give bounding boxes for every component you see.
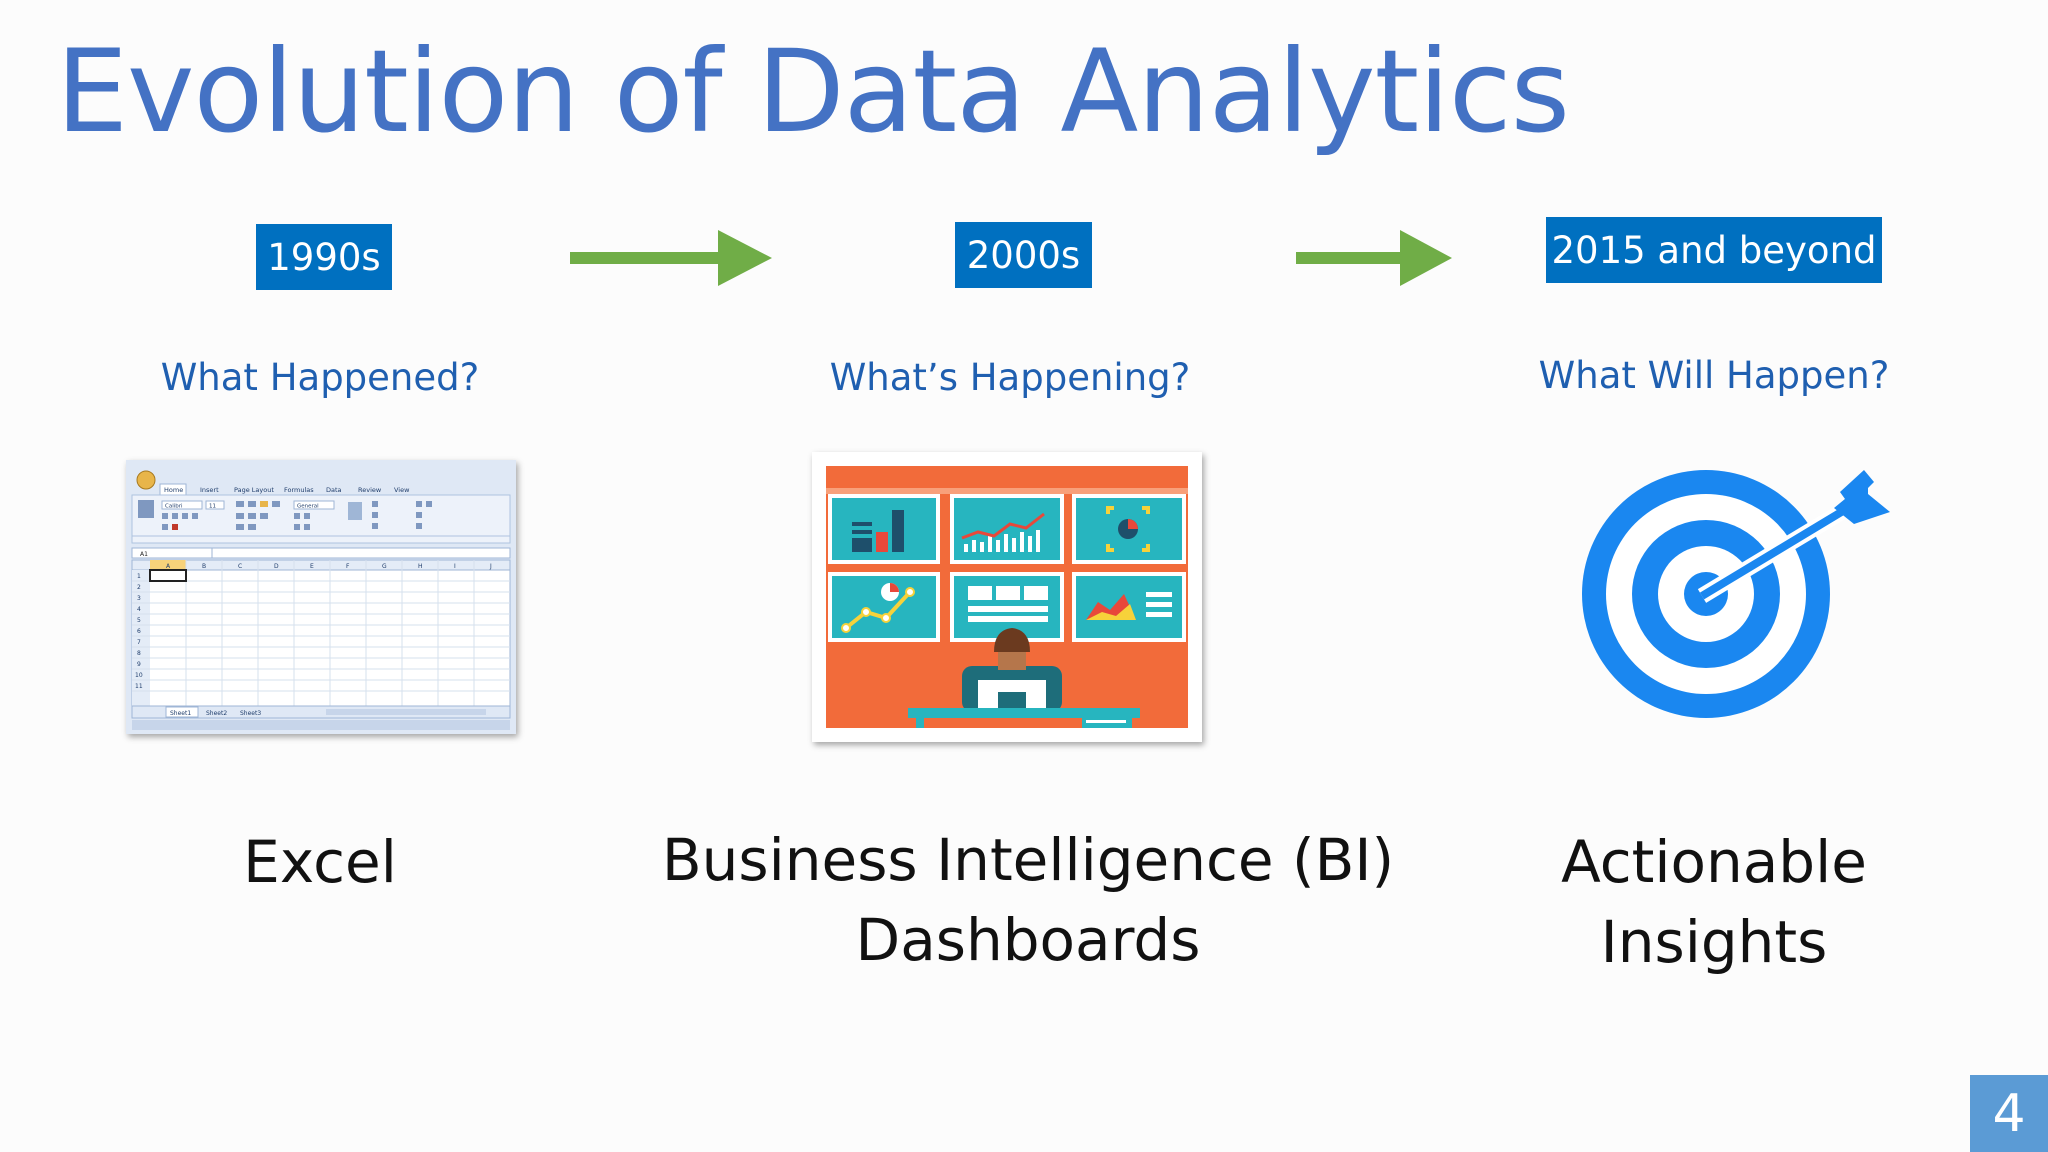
ribbon-tab: Page Layout	[234, 486, 274, 494]
target-arrow-icon	[1582, 470, 1890, 718]
ribbon-tab: Home	[164, 486, 183, 494]
slide-title: Evolution of Data Analytics	[56, 25, 1570, 158]
label-line: Business Intelligence (BI)	[661, 826, 1395, 894]
number-format-field: General	[297, 504, 319, 510]
ribbon-tab: Data	[326, 486, 342, 494]
row-header: 3	[137, 595, 141, 602]
row-header: 11	[135, 683, 143, 690]
arrow-right-icon	[1296, 230, 1452, 286]
bi-dashboard-icon	[812, 452, 1202, 742]
row-header: 10	[135, 672, 143, 679]
question-what-will-happen: What Will Happen?	[1538, 354, 1890, 397]
column-header: G	[382, 563, 387, 570]
page-number: 4	[1970, 1075, 2048, 1152]
row-header: 7	[137, 639, 141, 646]
row-header: 1	[137, 573, 141, 580]
era-box-2000s: 2000s	[955, 222, 1092, 288]
label-actionable-insights: Actionable Insights	[1561, 822, 1867, 982]
row-header: 6	[137, 628, 141, 635]
ribbon-tab: Formulas	[284, 486, 314, 494]
column-header: F	[346, 563, 350, 570]
label-line: Actionable	[1561, 828, 1867, 896]
era-box-1990s: 1990s	[256, 224, 392, 290]
row-header: 5	[137, 617, 141, 624]
arrow-right-icon	[570, 230, 772, 286]
row-header: 4	[137, 606, 141, 613]
row-header: 2	[137, 584, 141, 591]
label-excel: Excel	[243, 822, 397, 902]
excel-spreadsheet-icon: Home Insert Page Layout Formulas Data Re…	[126, 460, 516, 734]
label-bi-dashboards: Business Intelligence (BI) Dashboards	[662, 820, 1394, 980]
column-header: B	[202, 563, 206, 570]
label-line: Insights	[1600, 908, 1828, 976]
font-size-field: 11	[209, 504, 216, 510]
ribbon-tab: Review	[358, 486, 382, 494]
row-header: 8	[137, 650, 141, 657]
sheet-tab: Sheet2	[206, 710, 227, 717]
row-header: 9	[137, 661, 141, 668]
font-name-field: Calibri	[165, 504, 183, 510]
column-header: H	[418, 563, 423, 570]
ribbon-tab: View	[394, 486, 410, 494]
column-header: C	[238, 563, 242, 570]
label-line: Excel	[243, 828, 397, 896]
era-box-2015-and-beyond: 2015 and beyond	[1546, 217, 1882, 283]
question-whats-happening: What’s Happening?	[829, 356, 1191, 399]
sheet-tab: Sheet3	[240, 710, 261, 717]
label-line: Dashboards	[855, 906, 1201, 974]
column-header: D	[274, 563, 279, 570]
column-header: A	[166, 563, 171, 570]
column-header: E	[310, 563, 314, 570]
column-header: J	[489, 563, 492, 570]
name-box: A1	[140, 551, 148, 558]
question-what-happened: What Happened?	[160, 356, 480, 399]
column-header: I	[454, 563, 456, 570]
ribbon-tab: Insert	[200, 486, 219, 494]
sheet-tab: Sheet1	[170, 710, 191, 717]
